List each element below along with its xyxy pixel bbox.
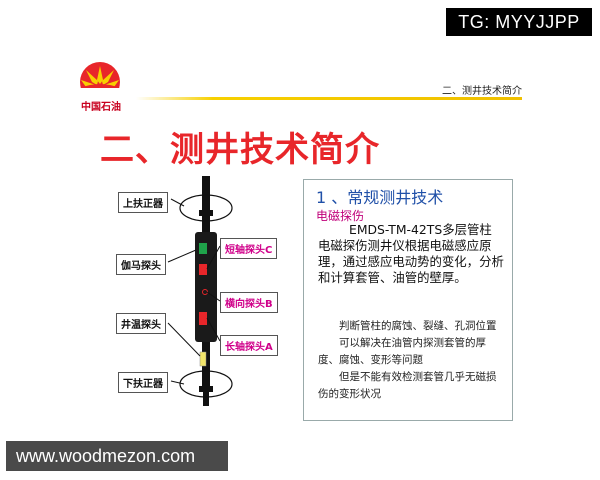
lower-centralizer-ring [179,370,233,398]
header-section: 二、测井技术简介 [442,86,522,97]
label-long-axis-probe: 长轴探头A [220,335,278,356]
tool-top-rod [202,176,210,210]
petrochina-logo-icon [80,62,120,102]
label-lower-centralizer: 下扶正器 [118,372,168,393]
long-axis-probe-mark [199,312,207,325]
description-notes: 判断管柱的腐蚀、裂缝、孔洞位置 可以解决在油管内探测套管的厚度、腐蚀、变形等问题… [318,318,506,403]
label-temperature-probe: 井温探头 [116,313,166,334]
description-heading: 1 、常规测井技术 [316,188,444,207]
gamma-probe-mark [199,243,207,254]
tg-badge: TG: MYYJJPP [446,8,592,36]
label-gamma-probe: 伽马探头 [116,254,166,275]
site-watermark: www.woodmezon.com [6,441,228,471]
page-title: 二、测井技术简介 [100,130,380,170]
logging-tool-svg [167,176,233,406]
description-subheading: 电磁探伤 [316,209,365,223]
description-box: 1 、常规测井技术 电磁探伤 EMDS-TM-42TS多层管柱电磁探伤测井仪根据… [303,179,513,421]
header-divider [136,97,522,100]
company-name: 中国石油 [81,102,121,113]
note-item: 可以解决在油管内探测套管的厚度、腐蚀、变形等问题 [318,337,486,366]
label-upper-centralizer: 上扶正器 [118,192,168,213]
label-transverse-probe: 横向探头B [220,292,278,313]
tool-diagram: 上扶正器 伽马探头 井温探头 下扶正器 短轴探头C 横向探头B 长轴探头A [96,176,316,416]
note-item: 但是不能有效检测套管几乎无磁损伤的变形状况 [318,371,497,400]
note-item: 判断管柱的腐蚀、裂缝、孔洞位置 [339,320,497,332]
upper-centralizer-ring [179,194,233,222]
temperature-probe-mark [199,351,207,367]
description-body: EMDS-TM-42TS多层管柱电磁探伤测井仪根据电磁感应原理，通过感应电动势的… [318,222,504,285]
label-short-axis-probe: 短轴探头C [220,238,278,259]
tool-top-joint [199,210,213,216]
short-axis-probe-mark [199,264,207,275]
